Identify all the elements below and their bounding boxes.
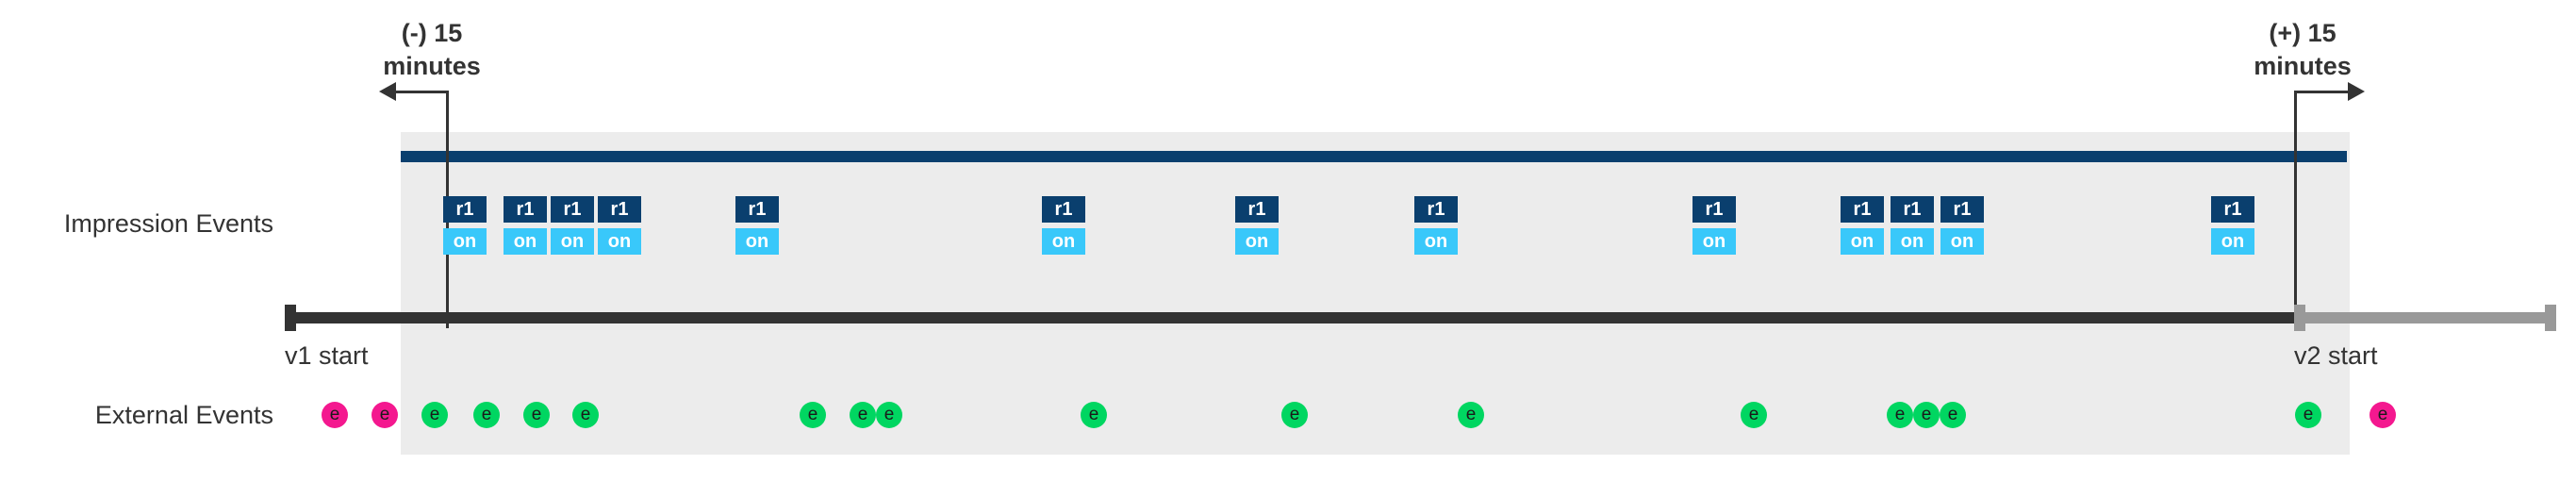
external-event-dot-green: e xyxy=(421,402,448,428)
external-event-dot-green: e xyxy=(1913,402,1940,428)
impression-badge-request: r1 xyxy=(1693,196,1736,223)
external-events-row-label: External Events xyxy=(94,401,273,429)
impression-badge-request: r1 xyxy=(2211,196,2254,223)
impression-badge-state: on xyxy=(1414,228,1458,255)
annotation-plus-line2: minutes xyxy=(2254,52,2352,80)
impression-event-badge: r1 on xyxy=(598,196,641,255)
external-event-dot-green: e xyxy=(2295,402,2321,428)
v1-timeline-bar xyxy=(285,312,2296,323)
v2-timeline-bar xyxy=(2294,312,2556,323)
impression-event-badge: r1 on xyxy=(2211,196,2254,255)
annotation-plus-line1: (+) 15 xyxy=(2269,19,2337,47)
attribution-window-panel xyxy=(401,132,2350,455)
impression-badge-request: r1 xyxy=(504,196,547,223)
impression-event-badge: r1 on xyxy=(1693,196,1736,255)
impression-events-row-label: Impression Events xyxy=(63,209,273,238)
impression-badge-state: on xyxy=(1841,228,1884,255)
external-event-dot-pink: e xyxy=(372,402,398,428)
impression-event-badge: r1 on xyxy=(443,196,487,255)
impression-event-badge: r1 on xyxy=(1235,196,1279,255)
impression-badge-state: on xyxy=(1891,228,1934,255)
impression-badge-state: on xyxy=(735,228,779,255)
external-event-dot-green: e xyxy=(1281,402,1308,428)
impression-event-badge: r1 on xyxy=(504,196,547,255)
impression-event-badge: r1 on xyxy=(1042,196,1085,255)
impression-badge-state: on xyxy=(598,228,641,255)
external-event-dot-green: e xyxy=(1458,402,1484,428)
annotation-minus-line1: (-) 15 xyxy=(401,19,463,47)
v2-start-label: v2 start xyxy=(2294,341,2378,370)
external-event-dot-green: e xyxy=(850,402,876,428)
annotation-plus-15-minutes: (+) 15 minutes xyxy=(2194,17,2411,83)
impression-badge-state: on xyxy=(1693,228,1736,255)
impression-badge-request: r1 xyxy=(735,196,779,223)
impression-badge-request: r1 xyxy=(1235,196,1279,223)
external-event-dot-green: e xyxy=(473,402,500,428)
annotation-plus-arrow-shaft xyxy=(2294,91,2350,93)
impression-top-rail xyxy=(401,151,2347,162)
impression-badge-request: r1 xyxy=(1841,196,1884,223)
impression-event-badge: r1 on xyxy=(1414,196,1458,255)
impression-badge-request: r1 xyxy=(443,196,487,223)
impression-event-badge: r1 on xyxy=(1841,196,1884,255)
external-event-dot-green: e xyxy=(800,402,826,428)
impression-event-badge: r1 on xyxy=(551,196,594,255)
annotation-minus-15-minutes: (-) 15 minutes xyxy=(323,17,540,83)
annotation-minus-line2: minutes xyxy=(383,52,481,80)
impression-badge-request: r1 xyxy=(1042,196,1085,223)
impression-event-badge: r1 on xyxy=(735,196,779,255)
annotation-minus-arrow-shaft xyxy=(393,91,449,93)
external-event-dot-green: e xyxy=(1741,402,1767,428)
arrow-left-icon xyxy=(379,82,396,101)
impression-badge-state: on xyxy=(443,228,487,255)
impression-badge-state: on xyxy=(551,228,594,255)
impression-badge-request: r1 xyxy=(1940,196,1984,223)
impression-badge-request: r1 xyxy=(1414,196,1458,223)
external-event-dot-green: e xyxy=(1081,402,1107,428)
external-event-dot-green: e xyxy=(523,402,550,428)
impression-event-badge: r1 on xyxy=(1940,196,1984,255)
v2-end-cap xyxy=(2545,305,2556,331)
impression-badge-state: on xyxy=(504,228,547,255)
v1-start-cap xyxy=(285,305,296,331)
v1-start-label: v1 start xyxy=(285,341,369,370)
impression-badge-request: r1 xyxy=(598,196,641,223)
impression-badge-state: on xyxy=(1940,228,1984,255)
impression-badge-state: on xyxy=(2211,228,2254,255)
arrow-right-icon xyxy=(2348,82,2365,101)
impression-event-badge: r1 on xyxy=(1891,196,1934,255)
impression-badge-request: r1 xyxy=(551,196,594,223)
external-event-dot-green: e xyxy=(1887,402,1913,428)
external-event-dot-pink: e xyxy=(322,402,348,428)
impression-badge-state: on xyxy=(1042,228,1085,255)
impression-badge-request: r1 xyxy=(1891,196,1934,223)
external-event-dot-green: e xyxy=(572,402,599,428)
external-event-dot-green: e xyxy=(1940,402,1966,428)
window-end-guide-line xyxy=(2294,91,2297,323)
external-event-dot-pink: e xyxy=(2370,402,2396,428)
external-event-dot-green: e xyxy=(876,402,902,428)
v2-start-cap xyxy=(2294,305,2305,331)
impression-badge-state: on xyxy=(1235,228,1279,255)
